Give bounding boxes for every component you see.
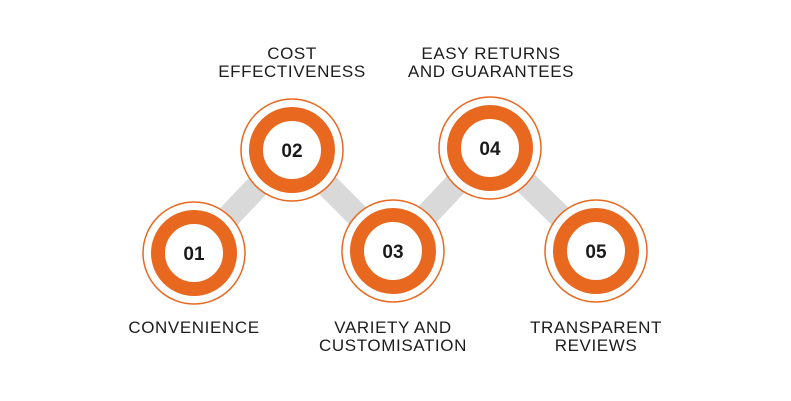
node-ring: [249, 107, 335, 193]
step-node-04: 04: [438, 96, 542, 200]
label-line: EFFECTIVENESS: [218, 62, 366, 81]
step-node-01: 01: [142, 201, 246, 305]
step-node-05: 05: [544, 199, 648, 303]
label-line: VARIETY AND: [334, 318, 452, 337]
step-label-02: COST EFFECTIVENESS: [192, 45, 392, 81]
step-label-03: VARIETY AND CUSTOMISATION: [293, 319, 493, 355]
node-ring: [447, 105, 533, 191]
step-number: 02: [281, 141, 302, 162]
step-number: 03: [382, 242, 403, 263]
label-line: AND GUARANTEES: [407, 62, 575, 81]
label-line: CONVENIENCE: [128, 318, 260, 337]
step-number: 05: [585, 242, 607, 263]
node-ring: [350, 208, 436, 294]
label-line: CUSTOMISATION: [319, 336, 467, 355]
label-line: REVIEWS: [554, 336, 638, 355]
step-node-02: 02: [240, 98, 344, 202]
step-label-01: CONVENIENCE: [94, 319, 294, 337]
step-node-03: 03: [341, 199, 445, 303]
step-label-05: TRANSPARENT REVIEWS: [496, 319, 696, 355]
label-line: COST: [267, 44, 317, 63]
step-number: 04: [479, 139, 501, 160]
node-ring: [553, 208, 639, 294]
step-label-04: EASY RETURNS AND GUARANTEES: [391, 45, 591, 81]
node-ring: [151, 210, 237, 296]
step-number: 01: [183, 244, 205, 265]
label-line: EASY RETURNS: [421, 44, 561, 63]
label-line: TRANSPARENT: [530, 318, 662, 337]
